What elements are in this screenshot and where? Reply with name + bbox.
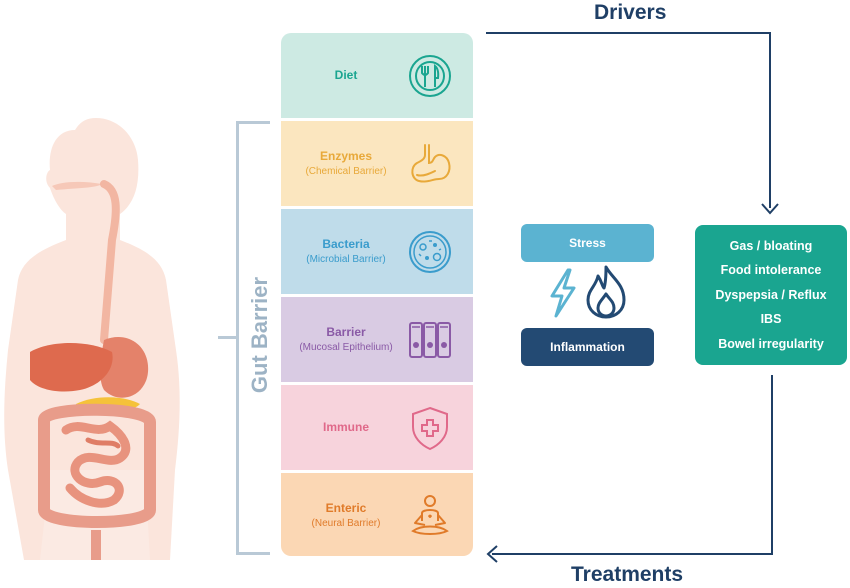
plate-fork-knife-icon <box>409 55 451 97</box>
layer-sub: (Mucosal Epithelium) <box>299 341 393 353</box>
symptom-item: IBS <box>760 312 782 327</box>
layer-diet: Diet <box>281 33 473 118</box>
layer-barrier: Barrier (Mucosal Epithelium) <box>281 297 473 382</box>
symptoms-box: Gas / bloating Food intolerance Dyspepsi… <box>695 225 847 365</box>
symptom-item: Gas / bloating <box>729 238 813 253</box>
bracket-pointer <box>218 336 236 339</box>
stomach-icon <box>411 144 451 183</box>
drivers-arrowhead <box>761 203 779 215</box>
stress-box: Stress <box>521 224 654 262</box>
flame-icon <box>586 265 626 319</box>
layer-sub: (Microbial Barrier) <box>306 253 386 265</box>
layer-name: Immune <box>322 420 369 434</box>
epithelial-cells-icon <box>409 322 451 358</box>
petri-dish-icon <box>409 231 451 273</box>
treatments-arrowhead <box>486 545 498 563</box>
layer-enteric: Enteric (Neural Barrier) <box>281 473 473 556</box>
layer-enzymes: Enzymes (Chemical Barrier) <box>281 121 473 206</box>
bracket-top-tick <box>236 121 270 124</box>
layer-name: Barrier <box>326 324 366 339</box>
layer-sub: (Chemical Barrier) <box>305 165 387 177</box>
drivers-heading: Drivers <box>594 1 667 24</box>
treatments-arrow-line <box>492 375 773 555</box>
layer-name: Enteric <box>325 500 367 515</box>
bracket-vertical <box>236 121 239 555</box>
symptom-item: Bowel irregularity <box>718 336 824 351</box>
symptom-item: Food intolerance <box>720 263 822 278</box>
gut-barrier-label: Gut Barrier <box>247 276 272 394</box>
gut-barrier-layers: Diet Enzymes (Chemical Barrier) Bacteria (… <box>281 33 473 556</box>
layer-name: Enzymes <box>319 148 373 163</box>
layer-name: Bacteria <box>322 236 370 251</box>
shield-cross-icon <box>412 406 448 451</box>
inflammation-box: Inflammation <box>521 328 654 366</box>
treatments-heading: Treatments <box>571 563 684 586</box>
symptom-item: Dyspepsia / Reflux <box>715 287 827 302</box>
human-digestive-system-illustration <box>4 118 180 560</box>
drivers-arrow-line <box>486 32 771 208</box>
layer-bacteria: Bacteria (Microbial Barrier) <box>281 209 473 294</box>
layer-name: Diet <box>334 68 358 82</box>
lightning-icon <box>550 268 576 318</box>
meditation-icon <box>411 495 449 535</box>
layer-sub: (Neural Barrier) <box>311 517 381 529</box>
bracket-bottom-tick <box>236 552 270 555</box>
layer-immune: Immune <box>281 385 473 470</box>
